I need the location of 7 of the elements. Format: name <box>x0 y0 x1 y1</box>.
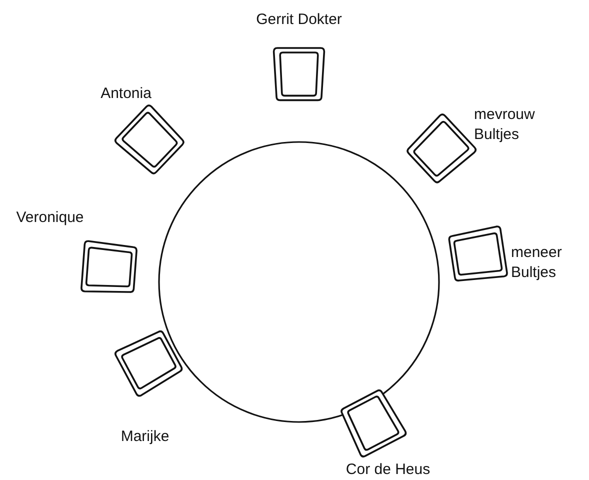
name-label: Cor de Heus <box>346 460 430 480</box>
name-label: Veronique <box>16 208 84 228</box>
name-label: meneer Bultjes <box>511 243 563 283</box>
name-label: Antonia <box>100 84 152 104</box>
name-label: Gerrit Dokter <box>256 10 342 30</box>
name-label: Marijke <box>120 427 170 447</box>
name-label: mevrouw Bultjes <box>474 105 536 145</box>
